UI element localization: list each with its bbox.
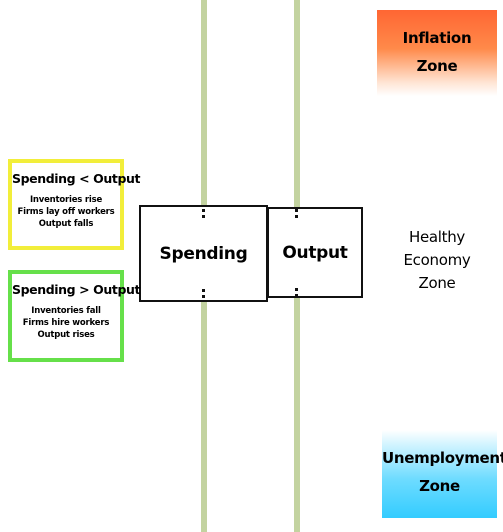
spending-top-handle[interactable] [202,209,205,218]
card-line: Firms hire workers [22,318,110,328]
spending-box-label: Spending [159,243,248,264]
unemployment-zone-line-2: Zone [419,477,460,495]
healthy-economy-zone: Healthy Economy Zone [377,226,497,296]
card-line: Output rises [37,330,95,340]
inflation-zone-line-2: Zone [416,57,458,75]
inflation-zone: Inflation Zone [377,10,497,96]
card-title: Spending > Output [12,282,141,297]
spending-bottom-handle[interactable] [202,289,205,298]
output-box[interactable]: Output [267,207,363,298]
healthy-zone-line-1: Healthy [408,228,466,246]
output-bottom-handle[interactable] [295,288,298,297]
unemployment-zone: Unemployment Zone [382,430,503,518]
unemployment-zone-line-1: Unemployment [382,449,503,467]
card-line: Firms lay off workers [17,207,115,217]
output-top-handle[interactable] [295,209,298,218]
healthy-zone-line-3: Zone [418,274,456,292]
card-line: Inventories fall [31,306,101,316]
card-line: Inventories rise [29,195,103,205]
inflation-zone-line-1: Inflation [402,29,472,47]
spending-box[interactable]: Spending [139,205,268,302]
spending-greater-than-output-card: Spending > Output Inventories fall Firms… [8,270,141,362]
card-title: Spending < Output [12,171,141,186]
card-line: Output falls [38,219,94,229]
spending-less-than-output-card: Spending < Output Inventories rise Firms… [8,159,141,250]
healthy-zone-line-2: Economy [403,251,471,269]
output-box-label: Output [282,242,348,263]
